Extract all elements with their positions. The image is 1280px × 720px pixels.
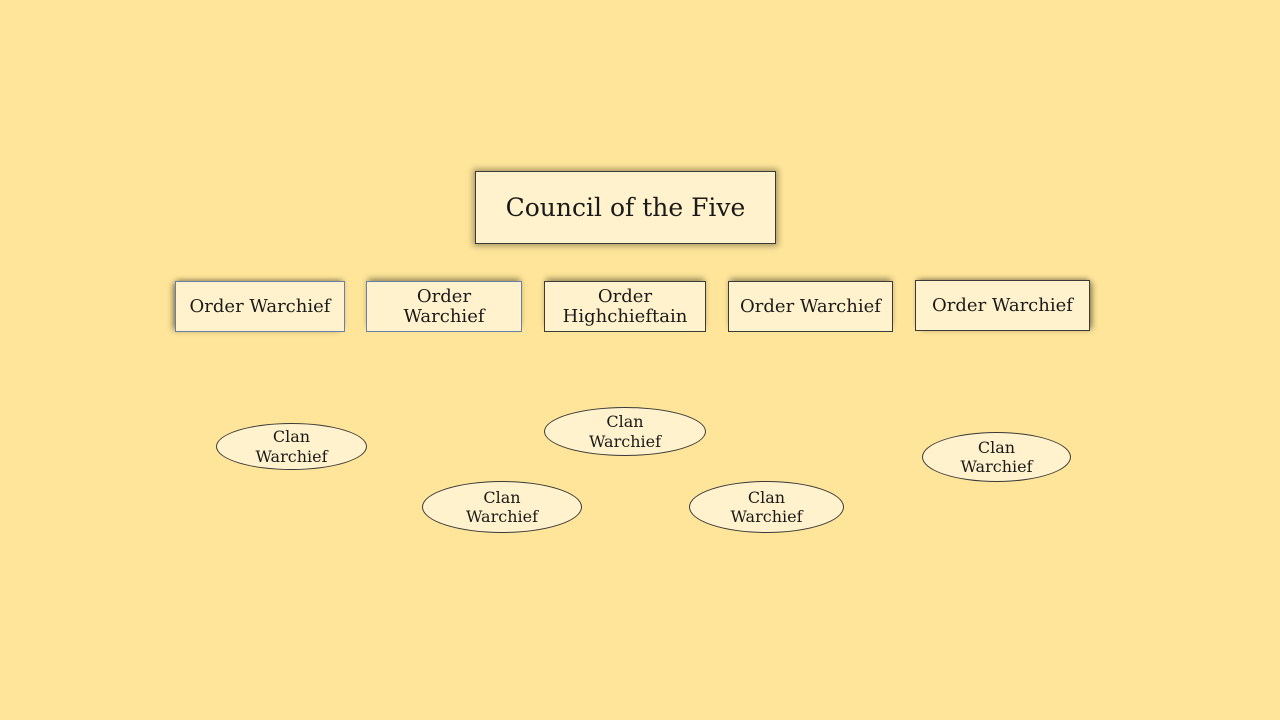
clan-warchief-oval-4: Clan Warchief bbox=[422, 481, 582, 533]
council-box: Council of the Five bbox=[475, 171, 776, 244]
clan-warchief-oval-2: Clan Warchief bbox=[544, 407, 706, 456]
clan-warchief-oval-3: Clan Warchief bbox=[922, 432, 1071, 482]
clan-label-line-1: Clan bbox=[977, 437, 1016, 457]
order-label: Order Warchief bbox=[932, 294, 1073, 316]
order-warchief-box-1: Order Warchief bbox=[175, 281, 345, 332]
order-label-line-2: Warchief bbox=[403, 305, 485, 327]
order-label-line-1: Order bbox=[597, 285, 653, 307]
order-label-line-2: Highchieftain bbox=[562, 305, 688, 327]
clan-label-line-1: Clan bbox=[483, 487, 521, 507]
clan-warchief-oval-5: Clan Warchief bbox=[689, 481, 844, 533]
clan-label-line-1: Clan bbox=[747, 487, 786, 507]
order-label: Order Warchief bbox=[740, 295, 881, 317]
clan-label-line-2: Warchief bbox=[730, 507, 803, 526]
council-title: Council of the Five bbox=[505, 192, 746, 222]
clan-label-line-2: Warchief bbox=[255, 446, 328, 466]
clan-label-line-2: Warchief bbox=[960, 457, 1033, 476]
order-label-line-1: Order bbox=[416, 285, 472, 307]
clan-warchief-oval-1: Clan Warchief bbox=[216, 423, 367, 470]
order-highchieftain-box: Order Highchieftain bbox=[544, 281, 706, 332]
clan-label-line-2: Warchief bbox=[465, 507, 538, 526]
clan-label-line-2: Warchief bbox=[588, 431, 661, 451]
order-warchief-box-2: Order Warchief bbox=[366, 281, 522, 332]
clan-label-line-1: Clan bbox=[272, 427, 311, 447]
order-warchief-box-4: Order Warchief bbox=[728, 281, 893, 332]
order-warchief-box-5: Order Warchief bbox=[915, 280, 1090, 331]
order-label: Order Warchief bbox=[189, 295, 331, 317]
clan-label-line-1: Clan bbox=[606, 412, 644, 432]
